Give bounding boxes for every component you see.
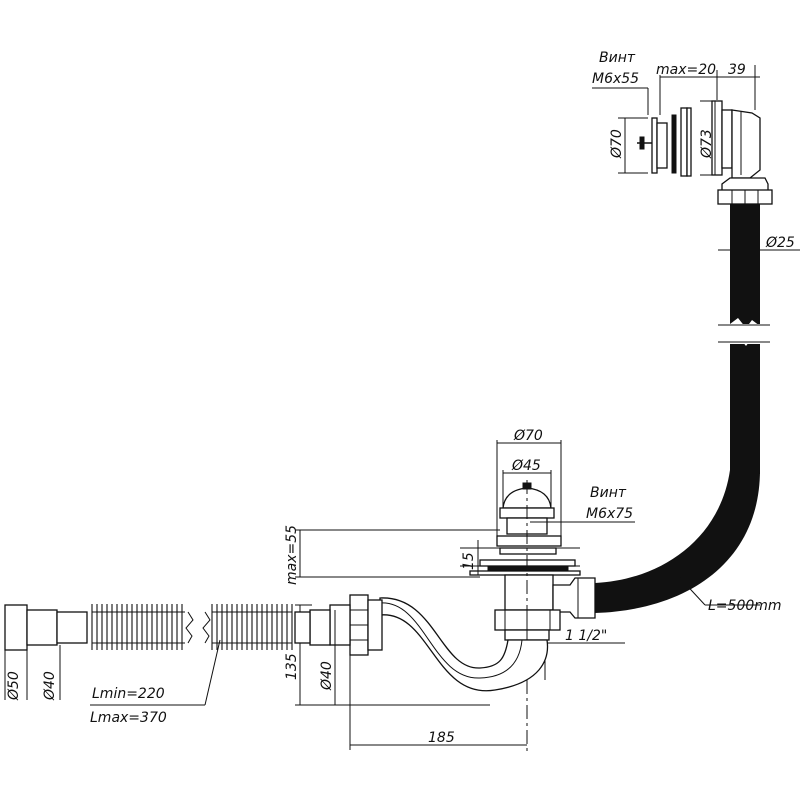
drain-thickness: 15 — [461, 552, 477, 570]
trap-height: 135 — [284, 653, 300, 680]
drain-max: max=55 — [284, 525, 300, 585]
overflow-hose-dia: Ø25 — [765, 235, 795, 251]
outlet-outer-dia: Ø50 — [6, 671, 22, 701]
trap-length: 185 — [428, 730, 455, 746]
overflow-hose — [595, 204, 800, 613]
drain-assembly — [469, 480, 596, 755]
corrugated-min: Lmin=220 — [92, 686, 165, 702]
drain-top-dia: Ø70 — [513, 428, 543, 444]
thread-size: 1 1/2" — [565, 628, 607, 644]
overflow-screw-size: M6x55 — [592, 71, 639, 87]
overflow-depth: 39 — [728, 62, 746, 78]
drain-plug-dia: Ø45 — [511, 458, 541, 474]
drain-screw-word: Винт — [590, 485, 627, 501]
corrugated-max: Lmax=370 — [90, 710, 167, 726]
drain-screw-size: M6x75 — [586, 506, 633, 522]
corrugated-outlet — [4, 604, 311, 706]
overflow-assembly — [637, 100, 773, 205]
overflow-plate-dia: Ø70 — [609, 129, 625, 159]
trap — [309, 594, 549, 692]
overflow-screw-word: Винт — [599, 50, 636, 66]
hose-length: L=500mm — [708, 598, 782, 614]
overflow-max: max=20 — [656, 62, 716, 78]
outlet-inner-dia: Ø40 — [42, 671, 58, 701]
labels: Винт M6x55 max=20 39 Ø70 Ø73 Ø25 Ø70 Ø45… — [6, 50, 795, 746]
trap-dimensions — [295, 604, 527, 750]
overflow-body-dia: Ø73 — [699, 129, 715, 159]
overflow-dimensions — [592, 65, 760, 176]
trap-dia: Ø40 — [319, 661, 335, 691]
